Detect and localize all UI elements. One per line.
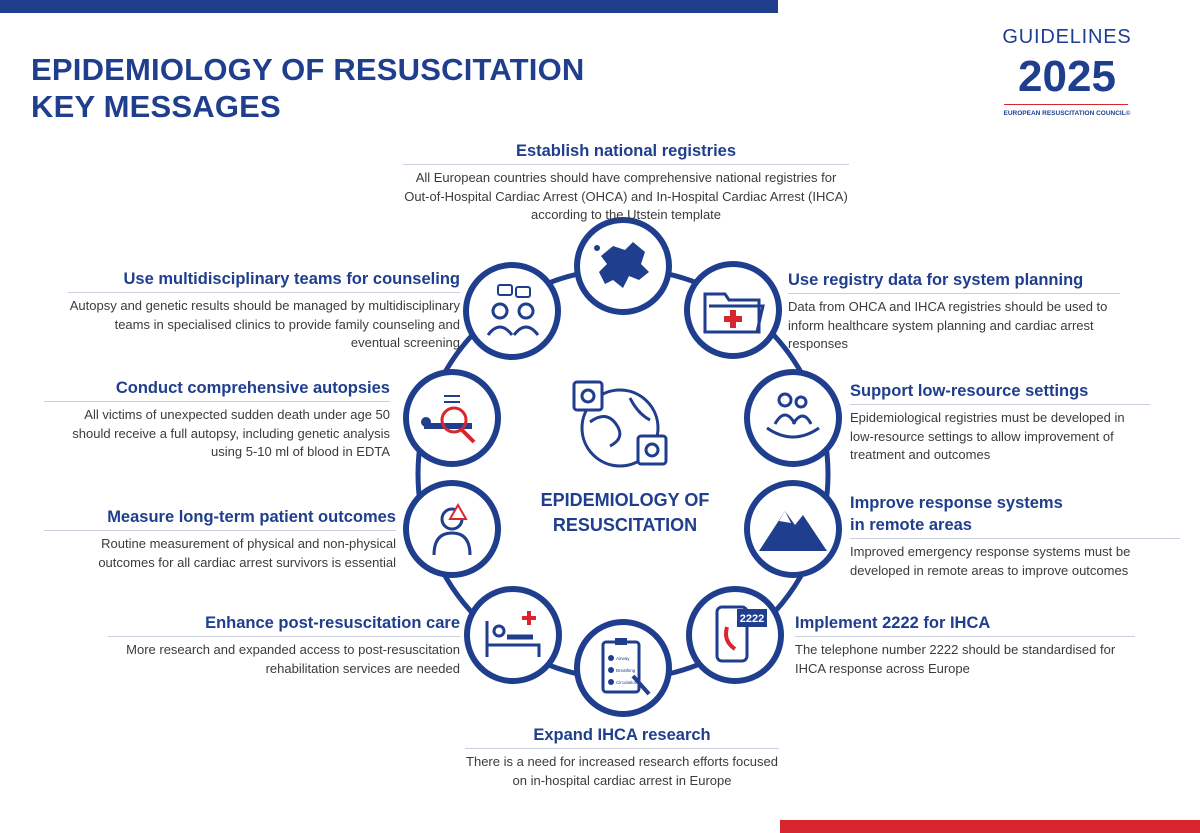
phone-badge-text: 2222 — [740, 613, 764, 625]
message-body: There is a need for increased research e… — [466, 754, 778, 788]
heading-rule — [465, 748, 779, 749]
heading-rule — [44, 401, 390, 402]
heading-rule — [795, 636, 1135, 637]
checklist-circulation: Circulation — [616, 680, 638, 685]
message-body: All victims of unexpected sudden death u… — [72, 407, 390, 459]
heading-rule — [108, 636, 460, 637]
message-heading: Use multidisciplinary teams for counseli… — [123, 270, 460, 288]
center-label: EPIDEMIOLOGY OF RESUSCITATION — [510, 488, 740, 538]
team-discussion-icon — [463, 262, 561, 360]
message-heading: Use registry data for system planning — [788, 271, 1084, 289]
message-ihca-2222: Implement 2222 for IHCA The telephone nu… — [795, 612, 1135, 678]
page-title: EPIDEMIOLOGY OF RESUSCITATION KEY MESSAG… — [31, 52, 585, 126]
message-ihca-research: Expand IHCA research There is a need for… — [465, 724, 779, 790]
message-heading: Establish national registries — [515, 142, 737, 160]
title-line-1: EPIDEMIOLOGY OF RESUSCITATION — [31, 52, 585, 87]
checklist-airway: Airway — [616, 656, 630, 661]
logo-divider — [1004, 104, 1128, 105]
logo-year: 2025 — [1018, 52, 1116, 101]
top-accent-bar — [0, 0, 778, 13]
erc-guidelines-logo: GUIDELINES 2025 EUROPEAN RESUSCITATION C… — [1000, 24, 1134, 124]
logo-word: GUIDELINES — [1002, 26, 1132, 48]
center-label-line-2: RESUSCITATION — [552, 515, 698, 535]
message-autopsies: Conduct comprehensive autopsies All vict… — [44, 377, 390, 462]
clipboard-checklist-icon: Airway Breathing Circulation — [574, 619, 672, 717]
center-label-line-1: EPIDEMIOLOGY OF — [540, 490, 710, 510]
message-body: Epidemiological registries must be devel… — [850, 410, 1125, 462]
heading-rule — [850, 538, 1180, 539]
message-heading-line-1: Improve response systems — [850, 494, 1063, 512]
phone-2222-icon: 2222 — [686, 586, 784, 684]
checklist-breathing: Breathing — [616, 668, 636, 673]
message-body: Data from OHCA and IHCA registries shoul… — [788, 299, 1108, 351]
message-post-resuscitation: Enhance post-resuscitation care More res… — [108, 612, 460, 678]
message-heading: Expand IHCA research — [533, 726, 711, 744]
message-body: All European countries should have compr… — [404, 170, 848, 222]
heading-rule — [403, 164, 849, 165]
message-body: More research and expanded access to pos… — [126, 642, 460, 676]
europe-map-icon — [574, 217, 672, 315]
message-body: Routine measurement of physical and non-… — [98, 536, 396, 570]
message-system-planning: Use registry data for system planning Da… — [788, 269, 1120, 354]
hospital-bed-icon — [464, 586, 562, 684]
supported-family-icon — [744, 369, 842, 467]
globe-gears-icon — [572, 380, 668, 468]
message-body: Improved emergency response systems must… — [850, 544, 1131, 578]
logo-org: EUROPEAN RESUSCITATION COUNCIL© — [1003, 110, 1131, 117]
heading-rule — [850, 404, 1150, 405]
message-remote-areas: Improve response systems in remote areas… — [850, 492, 1180, 580]
message-low-resource: Support low-resource settings Epidemiolo… — [850, 380, 1150, 465]
message-heading-line-2: in remote areas — [850, 516, 972, 534]
mountain-icon — [744, 480, 842, 578]
message-long-term-outcomes: Measure long-term patient outcomes Routi… — [44, 506, 396, 572]
heading-rule — [68, 292, 460, 293]
bottom-accent-bar — [780, 820, 1200, 833]
message-heading: Conduct comprehensive autopsies — [115, 379, 390, 397]
message-heading: Measure long-term patient outcomes — [107, 508, 396, 526]
title-line-2: KEY MESSAGES — [31, 89, 281, 124]
message-heading: Implement 2222 for IHCA — [795, 614, 991, 632]
message-body: The telephone number 2222 should be stan… — [795, 642, 1116, 676]
autopsy-magnifier-icon — [403, 369, 501, 467]
heading-rule — [788, 293, 1120, 294]
message-registries: Establish national registries All Europe… — [403, 140, 849, 225]
medical-folder-icon — [684, 261, 782, 359]
message-body: Autopsy and genetic results should be ma… — [69, 298, 460, 350]
message-heading: Enhance post-resuscitation care — [205, 614, 460, 632]
message-counseling: Use multidisciplinary teams for counseli… — [68, 268, 460, 353]
patient-warning-icon — [403, 480, 501, 578]
heading-rule — [44, 530, 396, 531]
message-heading: Support low-resource settings — [850, 382, 1089, 400]
